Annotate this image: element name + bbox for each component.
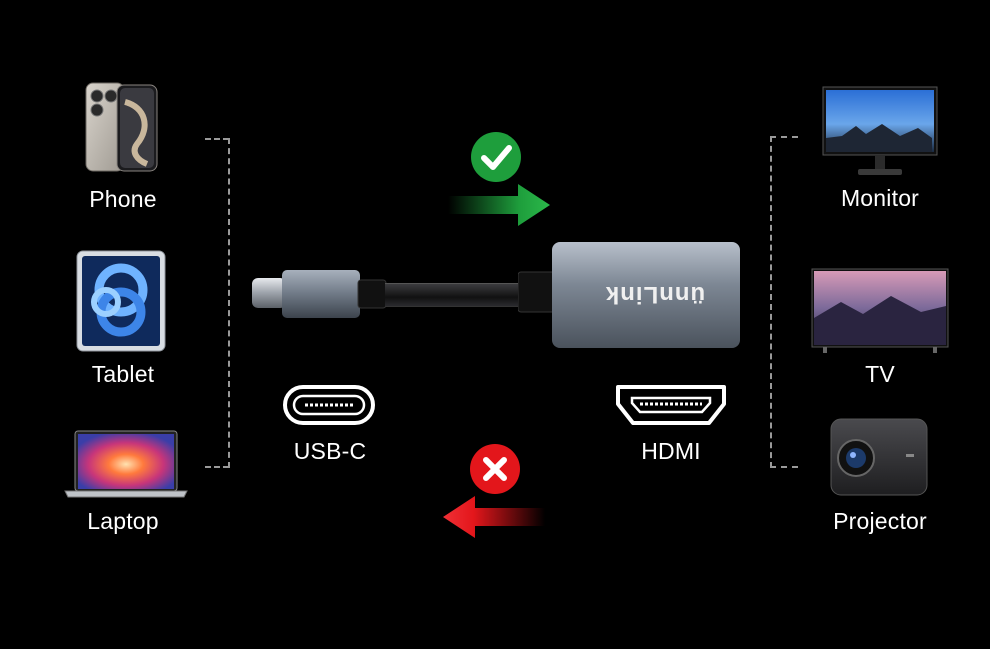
right-bracket-top bbox=[770, 136, 798, 138]
monitor-icon bbox=[822, 86, 938, 178]
phone-icon bbox=[85, 82, 159, 174]
right-bracket-line bbox=[770, 136, 772, 468]
monitor-label: Monitor bbox=[840, 185, 920, 211]
tablet-label: Tablet bbox=[91, 361, 155, 387]
usb-c-plug bbox=[250, 268, 390, 320]
forward-arrow bbox=[448, 184, 552, 226]
laptop-icon bbox=[64, 430, 188, 500]
right-bracket-bottom bbox=[770, 466, 798, 468]
hdmi-port-icon bbox=[615, 384, 727, 426]
hdmi-label: HDMI bbox=[641, 438, 701, 464]
tv-label: TV bbox=[865, 361, 895, 387]
tv-icon bbox=[811, 268, 949, 354]
tablet-icon bbox=[76, 250, 166, 352]
left-bracket-bottom bbox=[205, 466, 229, 468]
reverse-arrow bbox=[441, 496, 545, 538]
phone-label: Phone bbox=[89, 186, 157, 212]
adapter-cable bbox=[385, 283, 520, 307]
left-bracket-line bbox=[228, 138, 230, 468]
hdmi-adapter-body bbox=[518, 240, 742, 350]
projector-icon bbox=[830, 418, 928, 496]
check-icon bbox=[471, 132, 521, 182]
usb-c-port-icon bbox=[283, 385, 375, 425]
cross-icon bbox=[470, 444, 520, 494]
laptop-label: Laptop bbox=[87, 508, 159, 534]
usb-c-label: USB-C bbox=[293, 438, 367, 464]
left-bracket-top bbox=[205, 138, 229, 140]
projector-label: Projector bbox=[833, 508, 927, 534]
adapter-brand: ünnLink bbox=[604, 281, 706, 308]
